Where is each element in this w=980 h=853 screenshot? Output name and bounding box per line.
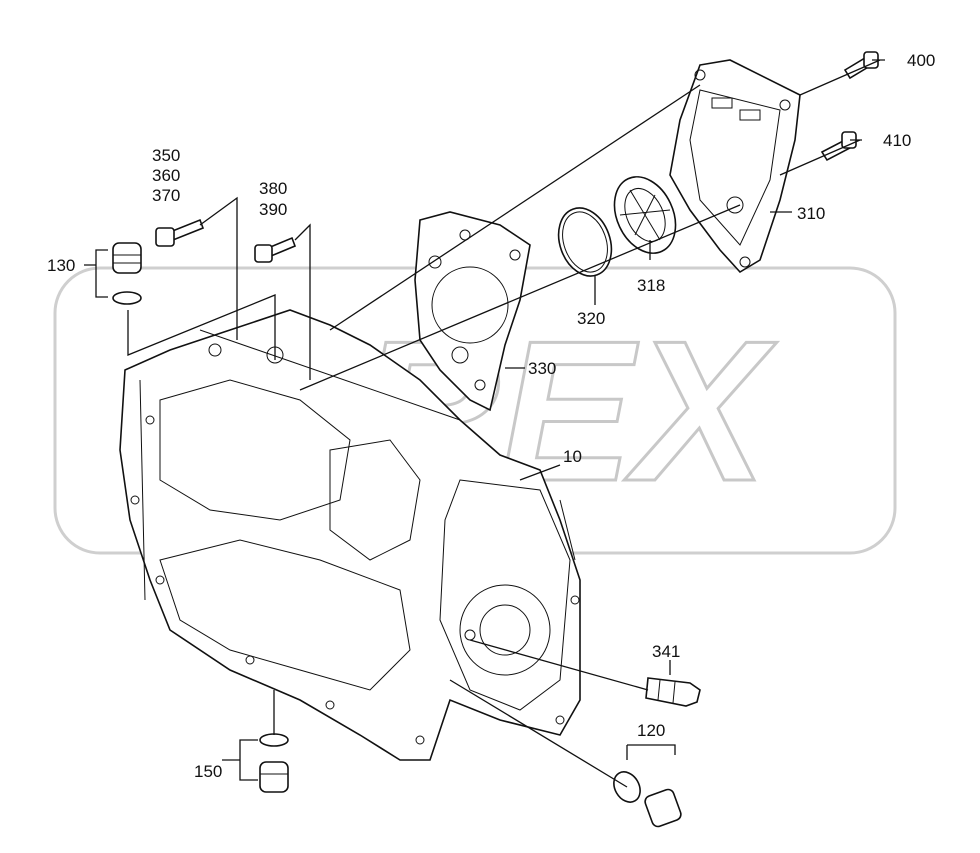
callouts: 350 360 370 380 390 130 400 410 310 318 … [47,51,935,781]
plug-150 [259,733,289,793]
bolt-380-390 [254,236,297,263]
leader-lines [84,59,885,788]
callout-360: 360 [152,166,180,185]
cover-310 [669,59,801,274]
transmission-housing [119,309,581,761]
plug-130 [112,242,142,305]
gasket-330 [414,211,531,412]
callout-410: 410 [883,131,911,150]
pump-disk-318 [613,176,677,254]
sensor-341 [645,677,701,707]
callout-400: 400 [907,51,935,70]
callout-330: 330 [528,359,556,378]
bolt-410 [820,131,857,162]
callout-341: 341 [652,642,680,661]
callout-390: 390 [259,200,287,219]
o-ring-320 [557,207,613,277]
callout-370: 370 [152,186,180,205]
callout-10: 10 [563,447,582,466]
callout-150: 150 [194,762,222,781]
callout-318: 318 [637,276,665,295]
callout-310: 310 [797,204,825,223]
bolt-400 [843,51,879,80]
callout-130: 130 [47,256,75,275]
callout-380: 380 [259,179,287,198]
plug-120 [613,771,682,828]
callout-120: 120 [637,721,665,740]
bolt-350-370 [155,218,205,247]
callout-350: 350 [152,146,180,165]
callout-320: 320 [577,309,605,328]
